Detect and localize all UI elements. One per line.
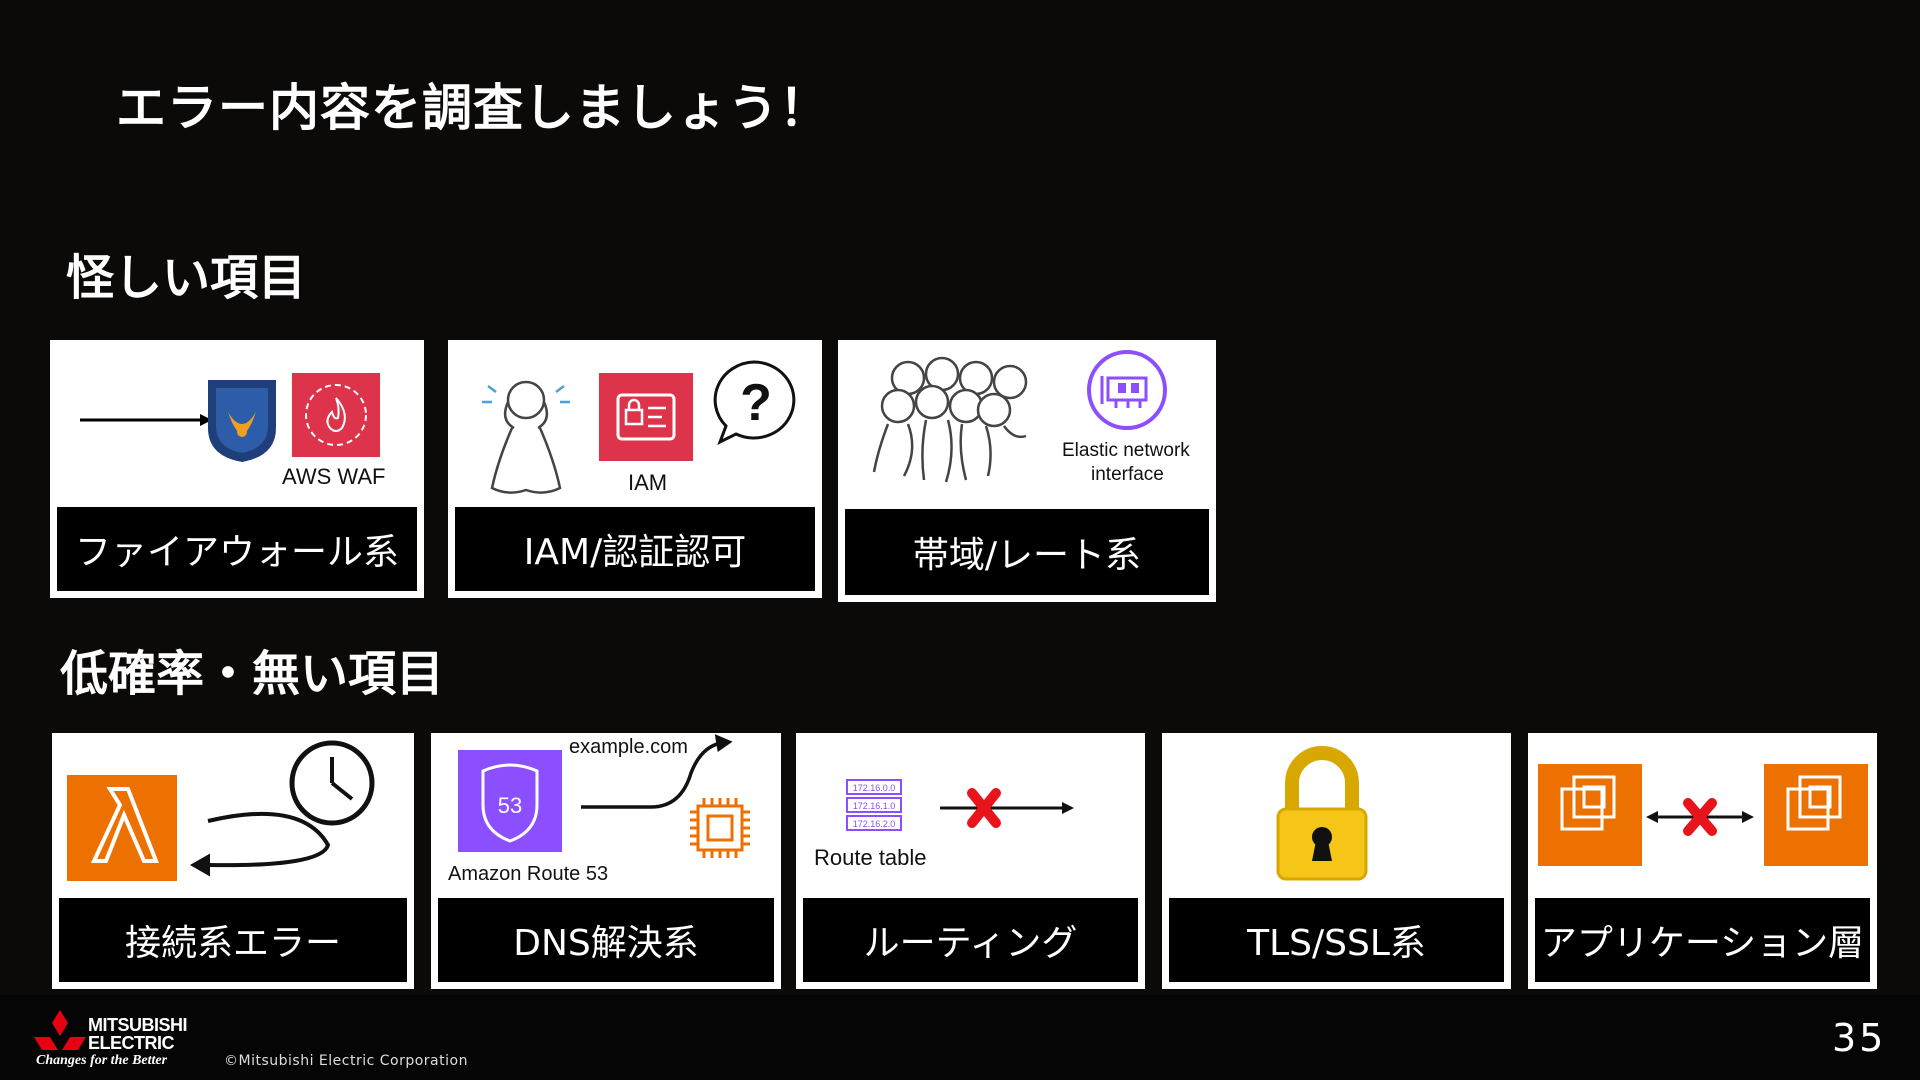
mitsubishi-logo-icon: [34, 1010, 86, 1050]
card-firewall: AWS WAF ファイアウォール系: [50, 340, 424, 598]
aws-waf-icon: [292, 373, 380, 457]
bandwidth-illustration: [872, 350, 1167, 483]
eni-caption-line1: Elastic network: [1062, 440, 1190, 461]
card-label: 帯域/レート系: [845, 509, 1209, 595]
waf-shield-icon: [208, 380, 276, 462]
card-iam: ? IAM IAM/認証認可: [448, 340, 822, 598]
card-tls: TLS/SSL系: [1162, 733, 1511, 989]
page-number: 35: [1832, 1016, 1887, 1060]
card-label: ルーティング: [803, 898, 1138, 982]
dns-illustration: 53: [458, 734, 750, 858]
iam-caption: IAM: [628, 470, 668, 495]
blocked-arrow-icon: [1646, 798, 1754, 836]
section-heading-unlikely: 低確率・無い項目: [60, 646, 445, 702]
copyright: ©Mitsubishi Electric Corporation: [224, 1053, 468, 1069]
tls-illustration: [1276, 746, 1368, 881]
clock-icon: [289, 740, 375, 826]
card-label: TLS/SSL系: [1169, 898, 1504, 982]
section-heading-suspicious: 怪しい項目: [66, 250, 307, 306]
question-bubble-icon: ?: [713, 360, 796, 446]
brand-logo-text: MITSUBISHI ELECTRIC: [88, 1015, 188, 1053]
firewall-illustration: [80, 373, 380, 462]
ec2-icon: [1538, 764, 1642, 866]
page-title: エラー内容を調査しましょう！: [116, 79, 830, 137]
application-illustration: [1538, 764, 1868, 866]
crowd-tug-icon: [872, 356, 1028, 483]
dns-domain: example.com: [569, 736, 688, 758]
route-entry: 172.16.1.0: [853, 801, 896, 811]
route53-caption: Amazon Route 53: [448, 863, 609, 885]
card-dns: 53 example.com Amazon Route 53 DNS解決系: [431, 733, 781, 989]
card-label: ファイアウォール系: [57, 507, 417, 591]
card-routing: 172.16.0.0 172.16.1.0 172.16.2.0 Route t…: [796, 733, 1145, 989]
card-label: DNS解決系: [438, 898, 774, 982]
eni-icon: [1087, 350, 1167, 430]
route-table-icon: [846, 779, 902, 831]
card-label: IAM/認証認可: [455, 507, 815, 591]
chip-icon: [690, 798, 750, 858]
iam-illustration: ?: [482, 360, 796, 494]
lambda-icon: [67, 775, 177, 881]
iam-icon: [599, 373, 693, 461]
crying-person-icon: [482, 380, 570, 494]
waf-caption: AWS WAF: [282, 464, 386, 489]
route-table-caption: Route table: [814, 845, 927, 870]
card-bandwidth: Elastic network interface 帯域/レート系: [838, 340, 1216, 602]
card-connection: 接続系エラー: [52, 733, 414, 989]
eni-caption-line2: interface: [1091, 464, 1164, 485]
footer: [0, 995, 1920, 1080]
card-application: アプリケーション層: [1528, 733, 1877, 989]
routing-illustration: 172.16.0.0 172.16.1.0 172.16.2.0: [846, 779, 1074, 831]
connection-illustration: [67, 740, 375, 881]
card-label: アプリケーション層: [1535, 898, 1870, 982]
arrow-icon: [80, 414, 212, 426]
svg-text:?: ?: [740, 374, 772, 432]
route53-icon: [458, 750, 562, 852]
route-entry: 172.16.0.0: [853, 783, 896, 793]
padlock-icon: [1276, 746, 1368, 881]
brand-tagline: Changes for the Better: [36, 1053, 168, 1068]
card-label: 接続系エラー: [59, 898, 407, 982]
ec2-icon: [1764, 764, 1868, 866]
loop-arrow-icon: [189, 811, 331, 877]
route-entry: 172.16.2.0: [853, 819, 896, 829]
curve-arrow-icon: [581, 734, 733, 809]
blocked-arrow-icon: [940, 788, 1074, 828]
route53-badge: 53: [498, 793, 522, 818]
